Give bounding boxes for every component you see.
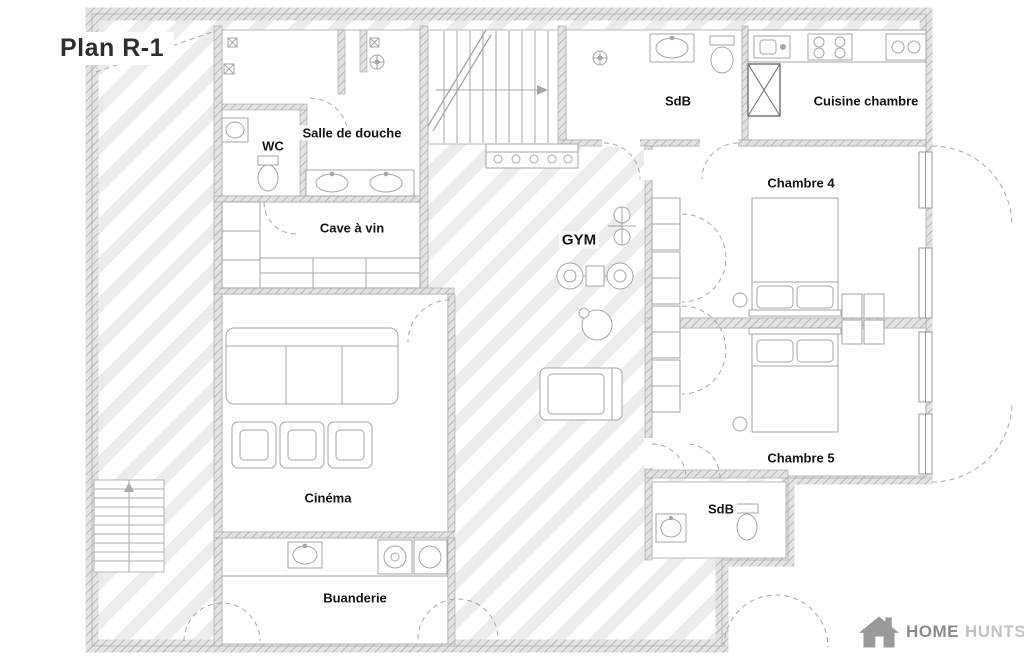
sdb-haut-fixtures: [592, 33, 735, 74]
double-sink: [885, 33, 927, 61]
closet-unit: [863, 293, 885, 319]
cable-machine: [608, 206, 636, 246]
shower-head-icon: [592, 50, 608, 66]
kitchen-sink: [753, 35, 791, 59]
wc-fixtures: [221, 117, 279, 192]
wardrobe-arc-b: [681, 305, 727, 395]
door-arc-chambre5: [685, 443, 721, 479]
room-label-sdb-haut: SdB: [662, 93, 694, 109]
recliner-seat: [327, 421, 373, 469]
closet-unit: [863, 319, 885, 345]
toilet-bowl: [736, 513, 758, 541]
door-arc-salle-de-douche: [309, 97, 349, 137]
room-label-chambre-5: Chambre 5: [764, 450, 838, 466]
shutter-arc-bottom-right: [931, 401, 1013, 483]
cooktop: [807, 33, 853, 61]
room-label-sdb-bas: SdB: [705, 501, 737, 517]
room-label-wc: WC: [259, 138, 287, 154]
room-label-buanderie: Buanderie: [320, 590, 390, 606]
sink-basin: [315, 173, 349, 193]
flue-shaft: [747, 63, 781, 117]
sdb-bas-fixtures: [655, 503, 759, 543]
dumbbell-rack: [485, 143, 579, 169]
stairs-top: [427, 29, 549, 143]
pillow: [796, 285, 834, 309]
pillow: [756, 339, 794, 363]
toilet-tank: [257, 155, 279, 166]
recliner-seat: [279, 421, 325, 469]
room-label-cave-a-vin: Cave à vin: [316, 220, 388, 236]
toilet-bowl: [710, 46, 734, 74]
logo-text-home: HOME: [906, 622, 959, 641]
stool: [732, 292, 748, 308]
room-label-cinema: Cinéma: [301, 490, 355, 506]
room-label-cuisine-chambre: Cuisine chambre: [810, 93, 922, 109]
gym-equipment: [485, 143, 636, 421]
sofa: [225, 327, 399, 405]
door-arcs: [95, 31, 1013, 648]
wardrobes: [651, 197, 681, 413]
cinema-furniture: [225, 327, 399, 469]
cuisine-fixtures: [747, 29, 927, 117]
cave-fixtures: [221, 201, 421, 289]
sink-basin: [369, 173, 403, 193]
pillow: [756, 285, 794, 309]
toilet-tank: [735, 503, 759, 514]
chambre4-furniture: [732, 197, 885, 345]
chambre5-furniture: [732, 327, 842, 433]
treadmill: [539, 367, 623, 421]
closet-unit: [841, 293, 863, 319]
interior-walls: [213, 25, 927, 647]
door-openings: [602, 139, 738, 468]
room-label-gym: GYM: [558, 231, 600, 249]
terrace-arc-mid: [417, 598, 499, 640]
homehunts-logo: HOME HUNTS: [858, 614, 1024, 650]
headboard: [748, 327, 842, 335]
terrace-arc-right: [723, 594, 829, 648]
salle-de-douche-fixtures: [223, 37, 415, 197]
buanderie-fixtures: [222, 539, 448, 577]
door-arc-cinema: [407, 299, 451, 343]
stairs-bottom: [93, 479, 165, 573]
ceiling-vent-icon: [227, 37, 238, 48]
exercise-ball: [578, 307, 613, 341]
closet-unit: [841, 319, 863, 345]
wardrobe-arc-a: [681, 213, 727, 303]
floor-drain-icon: [223, 63, 235, 75]
logo-text-hunts: HUNTS: [965, 622, 1024, 641]
stool: [732, 416, 748, 432]
plan-title: Plan R-1: [58, 32, 175, 65]
toilet-tank: [709, 35, 735, 46]
shutter-arc-top-right: [931, 145, 1013, 227]
terrace-arc-left: [183, 602, 261, 642]
recliner-seat: [231, 421, 277, 469]
room-salle-de-douche: [221, 29, 421, 197]
room-label-chambre-4: Chambre 4: [764, 175, 838, 191]
washer: [377, 539, 413, 575]
survey-dashed-line: [95, 31, 213, 73]
toilet-bowl: [257, 164, 279, 192]
shower-head-icon: [369, 54, 385, 70]
pillow: [796, 339, 834, 363]
door-arc-chambre4-a: [603, 142, 641, 180]
wine-cabinet: [221, 201, 261, 289]
windows: [918, 151, 933, 475]
room-stairs-top: [427, 29, 563, 145]
house-icon: [858, 616, 900, 648]
door-arc-chambre4-b: [701, 142, 739, 180]
barbell: [556, 262, 634, 290]
ceiling-vent-icon: [369, 37, 380, 48]
room-label-salle-de-douche: Salle de douche: [299, 125, 405, 141]
headboard: [748, 309, 842, 317]
door-arc-sdb-bas: [651, 443, 687, 479]
